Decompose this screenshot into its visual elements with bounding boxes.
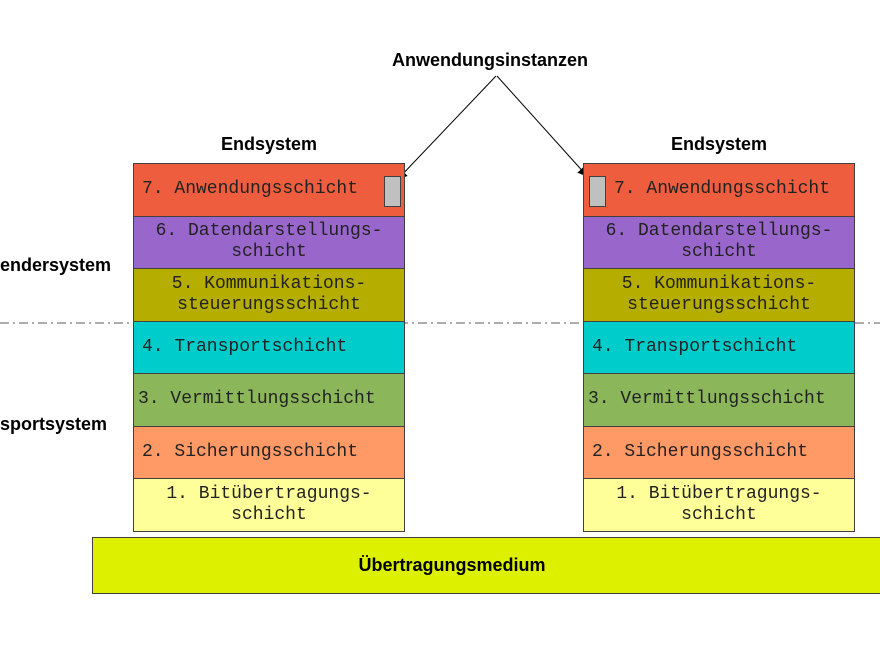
layer-2-right: 2. Sicherungsschicht [583,425,855,479]
end-system-label-left: Endsystem [220,134,318,154]
instance-box-left [384,176,401,207]
layer-4-right: 4. Transportschicht [583,320,855,374]
layer-6-left: 6. Datendarstellungs- schicht [133,215,405,269]
layer-7-left: 7. Anwendungsschicht [133,163,405,217]
layer-label: 5. Kommunikations- steuerungsschicht [171,273,367,315]
layer-1-left: 1. Bitübertragungs- schicht [133,478,405,532]
layer-2-left: 2. Sicherungsschicht [133,425,405,479]
instance-box-right [589,176,606,207]
layer-1-right: 1. Bitübertragungs- schicht [583,478,855,532]
layer-label: 2. Sicherungsschicht [592,441,809,462]
transmission-medium: Übertragungsmedium [92,537,880,594]
layer-label: 4. Transportschicht [142,336,348,357]
diagram-title: Anwendungsinstanzen [392,50,589,70]
layer-label: 2. Sicherungsschicht [142,441,359,462]
arrow-to-right-instance [496,75,588,177]
layer-7-right: 7. Anwendungsschicht [583,163,855,217]
layer-stack-right: 7. Anwendungsschicht 6. Datendarstellung… [583,163,855,532]
layer-5-left: 5. Kommunikations- steuerungsschicht [133,268,405,322]
layer-stack-left: 7. Anwendungsschicht 6. Datendarstellung… [133,163,405,532]
layer-label: 1. Bitübertragungs- schicht [616,483,822,525]
layer-label: 6. Datendarstellungs- schicht [155,221,383,263]
layer-label: 3. Vermittlungsschicht [588,389,826,410]
layer-label: 3. Vermittlungsschicht [138,389,376,410]
side-label-upper: endersystem [0,255,112,275]
layer-3-right: 3. Vermittlungsschicht [583,373,855,427]
layer-label: 1. Bitübertragungs- schicht [166,483,372,525]
layer-label: 6. Datendarstellungs- schicht [605,221,833,263]
medium-label: Übertragungsmedium [358,555,546,575]
side-label-lower: sportsystem [0,414,108,434]
layer-5-right: 5. Kommunikations- steuerungsschicht [583,268,855,322]
layer-3-left: 3. Vermittlungsschicht [133,373,405,427]
layer-label: 7. Anwendungsschicht [614,179,831,200]
layer-6-right: 6. Datendarstellungs- schicht [583,215,855,269]
layer-label: 4. Transportschicht [592,336,798,357]
layer-label: 7. Anwendungsschicht [142,179,359,200]
layer-4-left: 4. Transportschicht [133,320,405,374]
layer-label: 5. Kommunikations- steuerungsschicht [621,273,817,315]
end-system-label-right: Endsystem [670,134,768,154]
arrow-to-left-instance [397,75,497,180]
